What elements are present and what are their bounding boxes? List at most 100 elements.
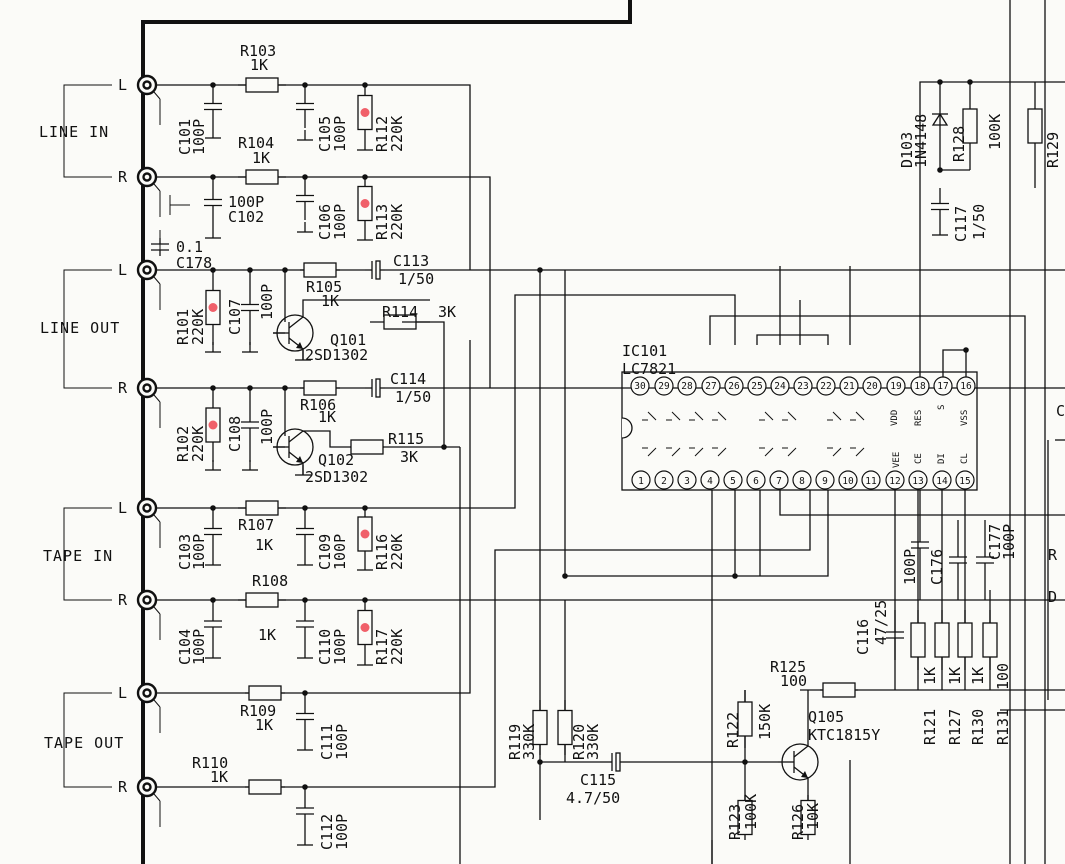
line-out-left-jack: [142, 265, 152, 275]
r102-value: 220K: [189, 426, 207, 462]
r116-ref: R116: [373, 534, 391, 570]
resistor-r115: [350, 439, 384, 455]
c112-ref: C112: [318, 814, 336, 850]
test-point-marker: [208, 420, 218, 430]
r129-ref: R129: [1044, 132, 1062, 168]
r104-value: 1K: [252, 149, 270, 167]
wire: [402, 321, 445, 447]
ic-pin-bottom: [792, 470, 812, 490]
wire: [832, 411, 842, 421]
wire: [717, 447, 727, 457]
c101-value: 100P: [190, 119, 208, 155]
ic-pin-number: 2: [661, 476, 667, 487]
ic-pin-number: 12: [889, 476, 900, 487]
resistor-r109: [248, 685, 282, 701]
c116-ref: C116: [854, 619, 872, 655]
wire: [764, 411, 774, 421]
ic-pin-top: [701, 376, 721, 396]
wire: [793, 745, 809, 758]
r105-ref: R105: [306, 278, 342, 296]
r127-value: 1K: [946, 667, 964, 685]
ic-notch: [621, 417, 633, 439]
ic-pin-number: 20: [866, 381, 878, 392]
r110-value: 1K: [210, 768, 228, 786]
wire: [855, 411, 865, 421]
resistor-r108: [245, 592, 279, 608]
left-channel-label: L: [118, 76, 127, 94]
ic-pin-top: [839, 376, 859, 396]
ic-pin-number: 30: [634, 381, 646, 392]
line-out-right-jack: [142, 383, 152, 393]
ic-label-s: S: [937, 405, 947, 410]
d103-ref: D103: [898, 132, 916, 168]
r126-ref: R126: [789, 804, 807, 840]
wire: [832, 447, 842, 457]
c108-ref: C108: [226, 416, 244, 452]
r113-ref: R113: [373, 204, 391, 240]
r119-ref: R119: [506, 724, 524, 760]
wire: [156, 294, 736, 509]
c177-value: 100P: [1000, 524, 1018, 560]
resistor-r128: [962, 108, 978, 144]
left-channel-label: L: [118, 684, 127, 702]
wire: [717, 411, 727, 421]
resistor-r119: [532, 709, 548, 746]
r128-value: 100K: [986, 114, 1004, 150]
r103-value: 1K: [250, 56, 268, 74]
ic101-part: LC7821: [622, 360, 676, 378]
ic-pin-bottom: [677, 470, 697, 490]
c101-ref: C101: [176, 119, 194, 155]
ic-pin-top: [770, 376, 790, 396]
ic-pin-top: [886, 376, 906, 396]
r120-value: 330K: [584, 724, 602, 760]
wire: [288, 316, 304, 329]
c114-ref: C114: [390, 370, 426, 388]
wire: [63, 692, 112, 788]
ic-pin-top: [862, 376, 882, 396]
c178-ref: C178: [176, 254, 212, 272]
ic-label-cl: CL: [960, 453, 970, 464]
junction-dot: [441, 444, 447, 450]
wire: [671, 411, 681, 421]
resistor-r121: [910, 622, 926, 658]
r117-ref: R117: [373, 629, 391, 665]
tape-in-left-jack: [142, 503, 152, 513]
ic-pin-number: 7: [776, 476, 782, 487]
ic-pin-bottom: [955, 470, 975, 490]
q102-ref: Q102: [318, 451, 354, 469]
r125-value: 100: [780, 672, 807, 690]
q101-part: 2SD1302: [305, 346, 368, 364]
r125-ref: R125: [770, 658, 806, 676]
resistor-r120: [557, 709, 573, 746]
tape-out-left-jack: [142, 688, 152, 698]
r105-value: 1K: [321, 292, 339, 310]
c115-value: 4.7/50: [566, 789, 620, 807]
ic-pin-number: 3: [684, 476, 690, 487]
ic-pin-number: 16: [960, 381, 972, 392]
r115-ref: R115: [388, 430, 424, 448]
r106-ref: R106: [300, 396, 336, 414]
wire: [756, 334, 829, 345]
resistor-r129: [1027, 108, 1043, 144]
r121-value: 1K: [921, 667, 939, 685]
ic-pin-top: [677, 376, 697, 396]
ic-pin-number: 25: [751, 381, 762, 392]
r103-ref: R103: [240, 42, 276, 60]
wire: [63, 269, 112, 389]
r107-value: 1K: [255, 536, 273, 554]
junction-dot: [210, 82, 216, 88]
right-channel-label: R: [118, 379, 128, 397]
r108-ref: R108: [252, 572, 288, 590]
wire: [942, 349, 967, 377]
c117-ref: C117: [952, 206, 970, 242]
c104-ref: C104: [176, 629, 194, 665]
line-in-right-jack: [142, 172, 152, 182]
c103-ref: C103: [176, 534, 194, 570]
ic-pin-bottom: [746, 470, 766, 490]
ic-pin-number: 22: [820, 381, 831, 392]
q102-part: 2SD1302: [305, 468, 368, 486]
emitter-arrow: [801, 771, 808, 778]
ic-pin-number: 19: [890, 381, 902, 392]
r122-value: 150K: [756, 704, 774, 740]
r119-value: 330K: [520, 724, 538, 760]
